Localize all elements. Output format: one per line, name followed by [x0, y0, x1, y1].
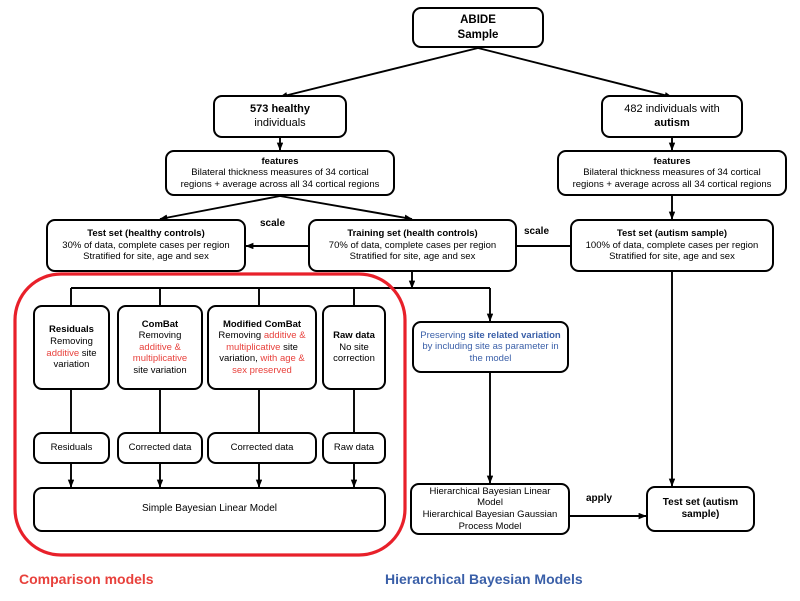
raw-method-l2: correction: [333, 353, 375, 365]
test-healthy-line1: 30% of data, complete cases per region: [62, 239, 230, 251]
test-autism-line1: 100% of data, complete cases per region: [585, 239, 759, 251]
residuals-out-label: Residuals: [50, 442, 93, 454]
edge-features-to-training: [279, 195, 413, 221]
features-left-line1: Bilateral thickness measures of 34 corti…: [191, 167, 369, 179]
node-output-raw[interactable]: Raw data: [322, 432, 386, 464]
combat-method-l1: Removing: [138, 330, 182, 342]
modified-combat-l1-red: additive &: [263, 330, 306, 342]
combat-method-title: ComBat: [141, 318, 179, 330]
residuals-method-l2: additive site: [39, 348, 104, 360]
residuals-method-title: Residuals: [49, 324, 94, 336]
node-output-corrected-1[interactable]: Corrected data: [117, 432, 203, 464]
node-features-autism[interactable]: features Bilateral thickness measures of…: [557, 150, 787, 196]
node-output-corrected-2[interactable]: Corrected data: [207, 432, 317, 464]
test-healthy-title: Test set (healthy controls): [87, 228, 205, 240]
edge-abide-to-autism: [477, 47, 673, 99]
edge-features-to-testhealthy: [159, 195, 281, 221]
node-test-set-healthy[interactable]: Test set (healthy controls) 30% of data,…: [46, 219, 246, 272]
residuals-method-l1: Removing: [50, 335, 93, 347]
node-hierarchical-bayesian-models[interactable]: Hierarchical Bayesian Linear Model Hiera…: [410, 483, 570, 535]
test-autism-title: Test set (autism sample): [616, 228, 728, 240]
combat-method-l3: multiplicative: [132, 353, 188, 365]
corrected-out-1-label: Corrected data: [128, 442, 192, 454]
training-title: Training set (health controls): [347, 228, 478, 240]
edge-abide-to-healthy: [279, 47, 479, 99]
node-training-set[interactable]: Training set (health controls) 70% of da…: [308, 219, 517, 272]
modified-combat-l2-red: multiplicative: [226, 341, 281, 353]
abide-subtitle: Sample: [457, 28, 499, 41]
residuals-method-l2-rest: site: [79, 347, 97, 359]
features-right-title: features: [653, 155, 691, 167]
node-abide-sample[interactable]: ABIDE Sample: [412, 7, 544, 48]
hierarchical-line2: Hierarchical Bayesian Gaussian: [422, 509, 558, 520]
preserve-bold: site related variation: [468, 329, 561, 341]
node-output-residuals[interactable]: Residuals: [33, 432, 110, 464]
node-method-raw-data[interactable]: Raw data No site correction: [322, 305, 386, 390]
node-method-residuals[interactable]: Residuals Removing additive site variati…: [33, 305, 110, 390]
scale-label-right: scale: [524, 226, 550, 237]
abide-title: ABIDE: [460, 14, 496, 27]
healthy-count: 573 healthy: [250, 103, 310, 116]
raw-method-l1: No site: [339, 341, 369, 353]
modified-combat-l1-pre: Removing: [218, 330, 264, 342]
modified-combat-l3-pre: variation,: [219, 353, 261, 365]
node-features-healthy[interactable]: features Bilateral thickness measures of…: [165, 150, 395, 196]
features-left-line2: regions + average across all 34 cortical…: [180, 178, 380, 190]
residuals-method-l3: variation: [53, 359, 90, 371]
node-autism-individuals[interactable]: 482 individuals with autism: [601, 95, 743, 138]
final-test-line2: sample): [681, 509, 720, 520]
modified-combat-l3-red: with age &: [260, 353, 305, 365]
node-test-set-autism[interactable]: Test set (autism sample) 100% of data, c…: [570, 219, 774, 272]
corrected-out-2-label: Corrected data: [230, 442, 294, 454]
test-autism-line2: Stratified for site, age and sex: [609, 251, 735, 263]
modified-combat-l2-post: site: [280, 341, 298, 353]
node-preserve-site-variation[interactable]: Preserving site related variation by inc…: [412, 321, 569, 373]
raw-out-label: Raw data: [333, 442, 375, 454]
autism-count: 482 individuals with: [624, 103, 720, 116]
modified-combat-l1: Removing additive &: [213, 330, 311, 342]
features-left-title: features: [261, 155, 299, 167]
modified-combat-title: Modified ComBat: [222, 318, 302, 330]
node-simple-bayesian-linear-model[interactable]: Simple Bayesian Linear Model: [33, 487, 386, 532]
simple-bayes-label: Simple Bayesian Linear Model: [141, 503, 278, 515]
training-line2: Stratified for site, age and sex: [349, 251, 476, 263]
test-healthy-line2: Stratified for site, age and sex: [83, 251, 209, 263]
combat-method-l2: additive &: [139, 341, 181, 353]
hierarchical-line1: Hierarchical Bayesian Linear Model: [429, 485, 551, 509]
healthy-label: individuals: [254, 116, 306, 129]
final-test-line1: Test set (autism: [662, 496, 739, 508]
modified-combat-l4: sex preserved: [232, 364, 292, 376]
node-method-modified-combat[interactable]: Modified ComBat Removing additive & mult…: [207, 305, 317, 390]
comparison-models-outline: [13, 272, 407, 557]
preserve-line1: Preserving site related variation: [418, 330, 563, 342]
modified-combat-l3: variation, with age &: [213, 353, 311, 365]
combat-method-l4: site variation: [133, 364, 187, 376]
node-test-set-autism-final[interactable]: Test set (autism sample): [646, 486, 755, 532]
modified-combat-l2: multiplicative site: [213, 342, 311, 354]
apply-label: apply: [586, 493, 613, 504]
preserve-pre: Preserving: [420, 329, 469, 341]
scale-label-left: scale: [260, 218, 286, 229]
caption-comparison-models: Comparison models: [19, 571, 154, 587]
raw-method-title: Raw data: [333, 330, 375, 342]
node-method-combat[interactable]: ComBat Removing additive & multiplicativ…: [117, 305, 203, 390]
features-right-line1: Bilateral thickness measures of 34 corti…: [583, 167, 761, 179]
features-right-line2: regions + average across all 34 cortical…: [572, 178, 772, 190]
caption-hierarchical-bayesian-models: Hierarchical Bayesian Models: [385, 571, 583, 587]
residuals-method-l2-red: additive: [46, 347, 80, 359]
preserve-post: by including site as parameter in the mo…: [422, 341, 559, 364]
training-line1: 70% of data, complete cases per region: [328, 239, 497, 251]
autism-label: autism: [654, 116, 690, 129]
node-healthy-individuals[interactable]: 573 healthy individuals: [213, 95, 347, 138]
hierarchical-line3: Process Model: [458, 520, 522, 532]
